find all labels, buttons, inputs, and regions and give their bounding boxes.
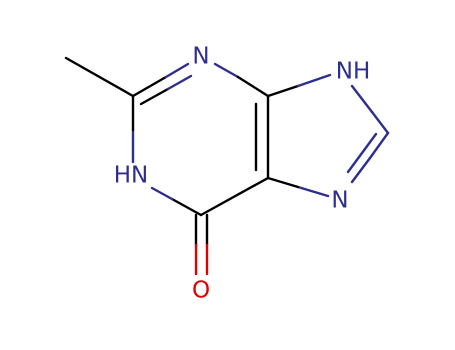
bond-n3-c4-a (213, 62, 240, 79)
bond-n9-c8-b (370, 110, 390, 135)
bond-c2-n3-b (164, 62, 190, 79)
atom-n-top: N (192, 44, 209, 70)
bond-c2-n3-a (131, 75, 168, 98)
atom-n-right: N (331, 188, 348, 214)
bond-n9-c8-a (350, 84, 374, 114)
bond-c4-n9-b (296, 73, 332, 88)
bond-c6-n1-a (170, 197, 203, 217)
bonds (64, 56, 390, 276)
atom-nh-top-right: NH (336, 59, 371, 85)
atom-o-bottom: O (192, 278, 210, 304)
bond-c8-n7-b (350, 156, 372, 184)
bond-c8-n7-a (368, 131, 390, 160)
atom-hn-left: HN (114, 163, 149, 189)
bond-c2-n3-inner-a (139, 87, 170, 106)
bond-n7-c5-a (296, 185, 330, 198)
bond-c8-n7-inner (346, 132, 378, 174)
atom-labels: N NH HN N O (114, 44, 371, 304)
bond-c2-n3-inner-b (166, 74, 193, 91)
bond-methyl (64, 56, 135, 98)
bond-c4-n9-a (266, 84, 300, 98)
bond-c5-c6 (199, 176, 270, 217)
bond-c6-n1-b (150, 186, 174, 201)
bond-n7-c5-b (266, 176, 300, 189)
bond-n3-c4-b (236, 75, 270, 98)
